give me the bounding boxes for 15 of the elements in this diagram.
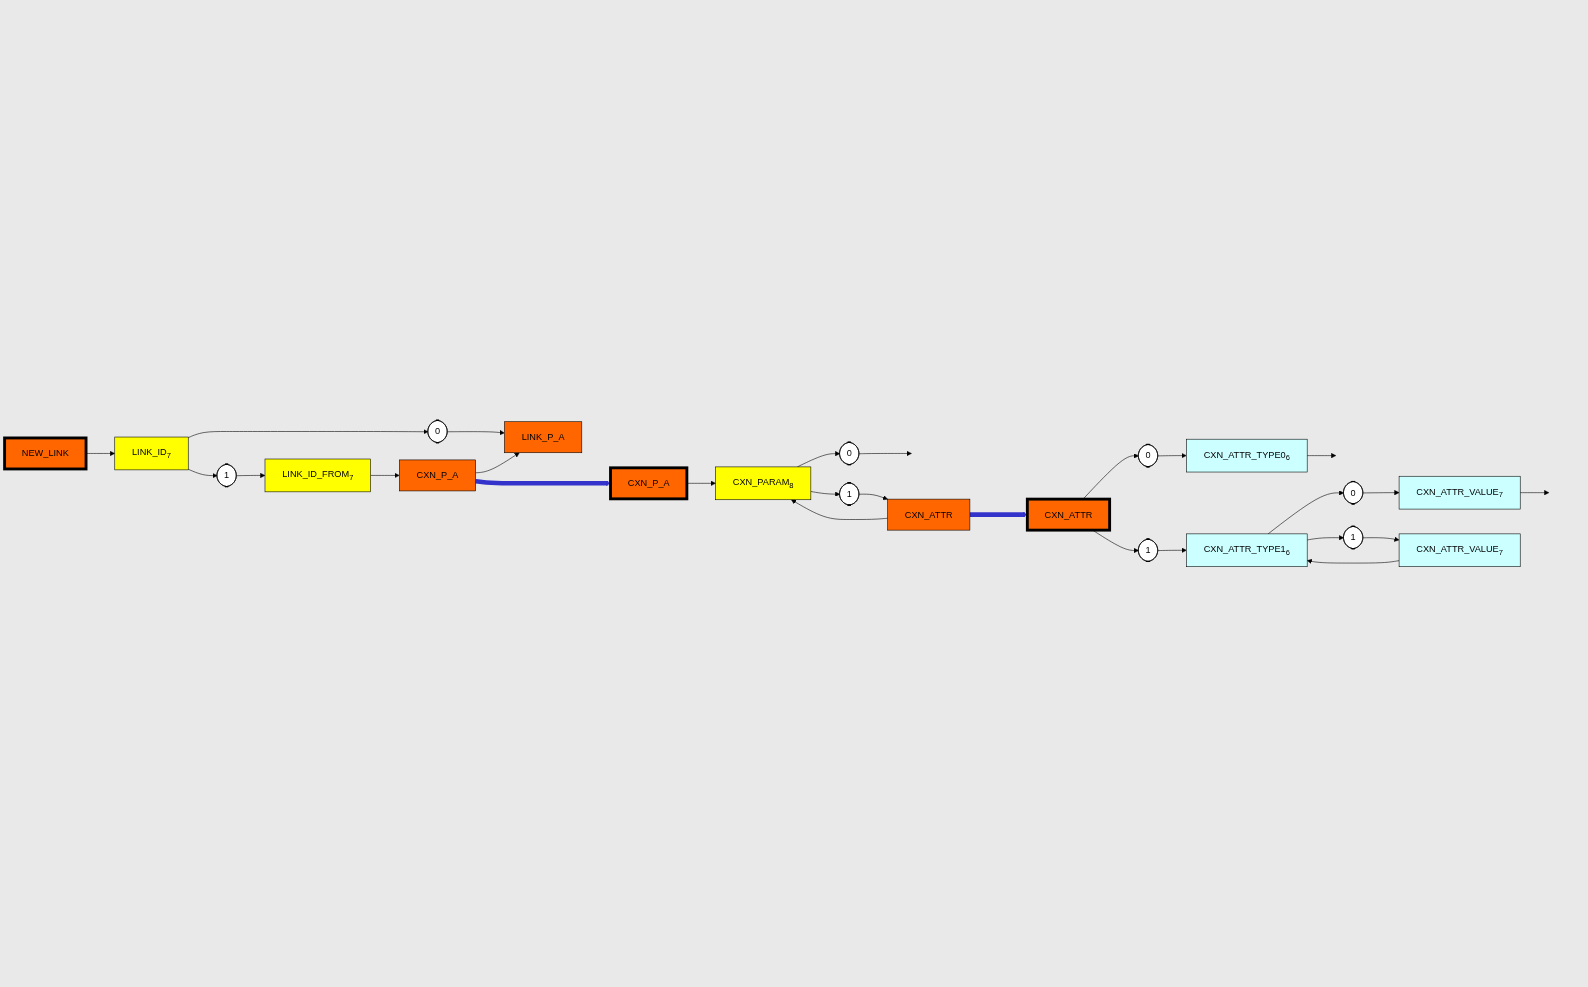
node-box: LINK_ID$_{7}$	[114, 436, 189, 471]
node-box: CXN_P_A	[609, 466, 689, 501]
node-box: NEW_LINK	[3, 436, 88, 471]
node-box: CXN_ATTR_VALUE$_{7}$	[1398, 533, 1521, 567]
node-box: CXN_ATTR_TYPE1$_{6}$	[1186, 533, 1308, 567]
node-box: CXN_ATTR_VALUE$_{7}$	[1398, 475, 1521, 510]
node-box: CXN_PARAM$_{8}$	[715, 466, 812, 501]
node-box: CXN_ATTR	[887, 498, 971, 531]
arrow	[969, 512, 1028, 518]
arrow	[475, 478, 611, 486]
node-box: CXN_P_A	[399, 459, 476, 492]
node-box: LINK_P_A	[504, 421, 583, 454]
node-box: CXN_ATTR_TYPE0$_{6}$	[1186, 438, 1308, 473]
node-box: LINK_ID_FROM$_{7}$	[264, 458, 371, 493]
node-box: CXN_ATTR	[1025, 497, 1112, 532]
